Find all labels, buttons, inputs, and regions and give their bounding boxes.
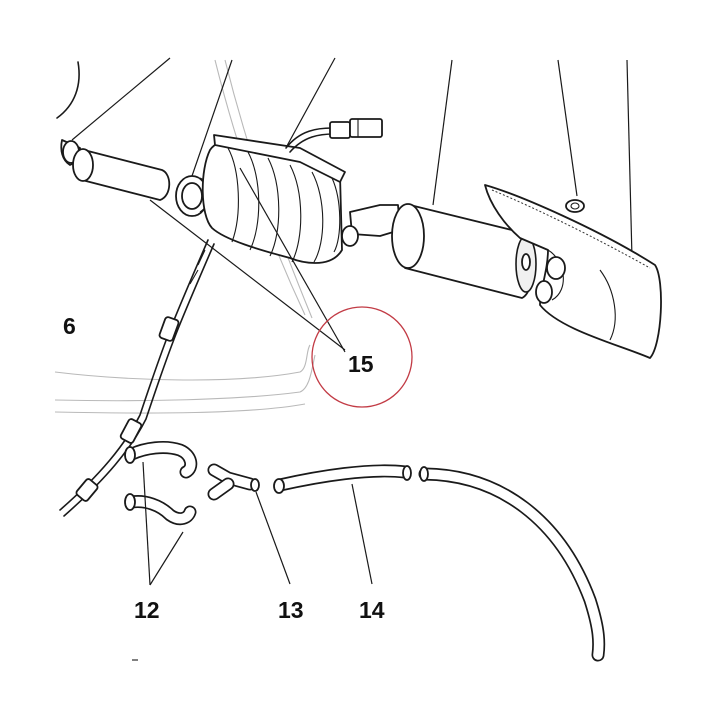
wiring-harness [59,239,215,517]
clip-part [565,199,585,213]
top-leader-lines [71,57,633,259]
highlight-circle [311,306,413,408]
callout-15: 15 [348,351,374,377]
callout-12: 12 [134,597,160,623]
callout-6: 6 [63,313,76,339]
hose-12-part [124,440,198,586]
connector-part [285,118,383,153]
callout-13: 13 [278,597,304,623]
bellows-boot-part [201,134,346,264]
fuel-pump-part [341,203,537,299]
y-connector-13-part [207,463,291,585]
sleeve-part [60,139,171,201]
pump-bracket-part [484,184,662,359]
body-edge [56,61,80,119]
callout-14: 14 [359,597,385,623]
hose-14-part [273,464,606,662]
